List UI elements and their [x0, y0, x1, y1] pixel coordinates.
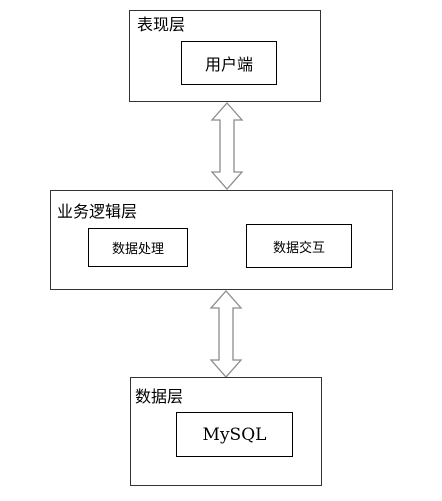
- business-logic-layer: 业务逻辑层 数据处理 数据交互: [50, 190, 393, 290]
- data-processing-module: 数据处理: [88, 228, 188, 267]
- presentation-business-double-arrow: [210, 102, 244, 190]
- client-module-label: 用户端: [204, 55, 253, 74]
- data-layer-title: 数据层: [135, 387, 184, 406]
- mysql-module-label: MySQL: [202, 424, 267, 445]
- presentation-layer: 表现层 用户端: [129, 10, 321, 102]
- mysql-module: MySQL: [176, 412, 293, 457]
- business-logic-layer-title: 业务逻辑层: [57, 202, 138, 221]
- business-data-double-arrow: [209, 290, 243, 378]
- client-module: 用户端: [181, 41, 277, 85]
- data-exchange-module: 数据交互: [246, 224, 352, 268]
- data-exchange-module-label: 数据交互: [272, 240, 325, 256]
- presentation-layer-title: 表现层: [137, 15, 186, 34]
- data-layer: 数据层 MySQL: [130, 377, 322, 486]
- data-processing-module-label: 数据处理: [111, 242, 164, 257]
